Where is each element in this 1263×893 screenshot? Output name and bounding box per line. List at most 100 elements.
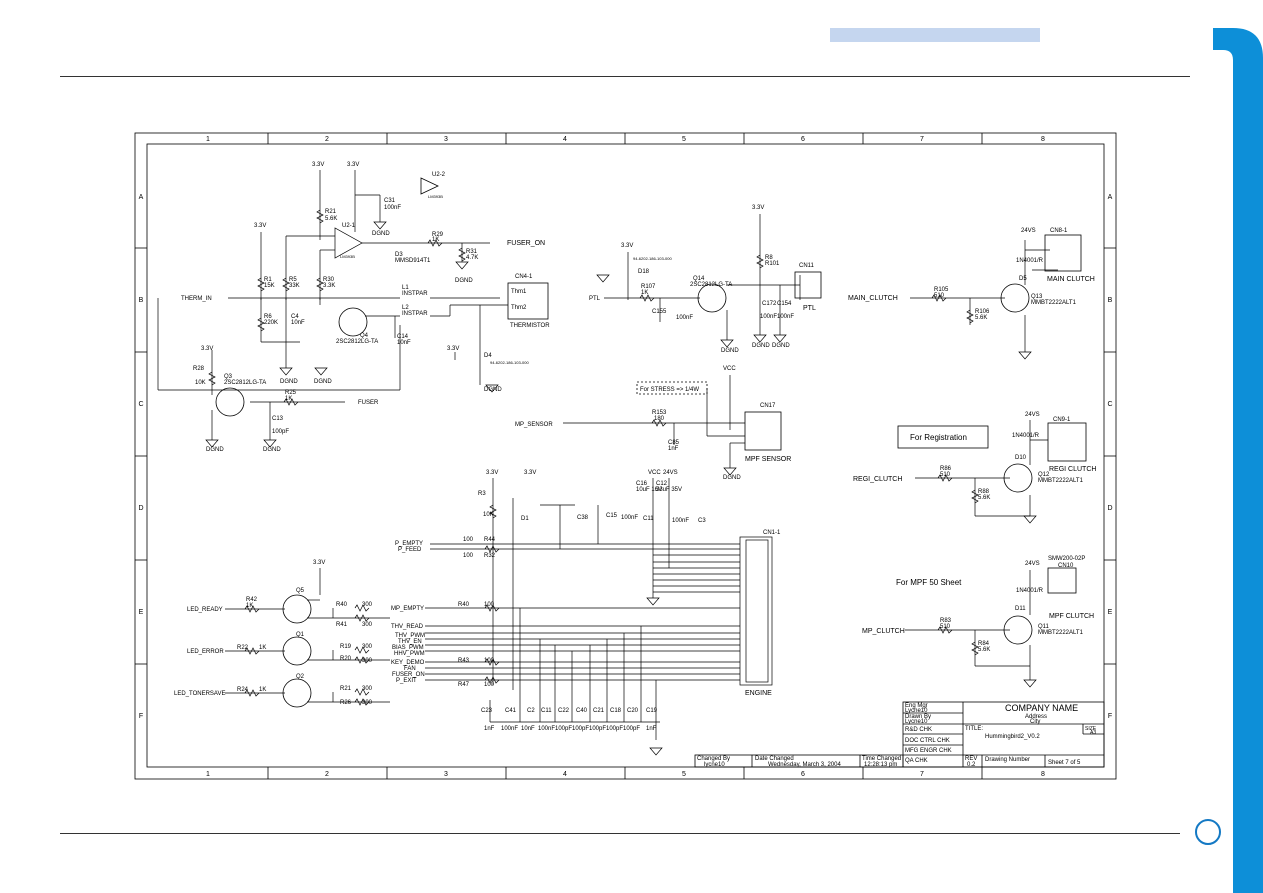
val-r8: R101	[765, 261, 780, 267]
val-r153: 180	[654, 416, 665, 422]
val-r30: 3.3K	[323, 283, 335, 289]
ref-cn1: CN1-1	[763, 530, 781, 536]
part-d10: 1N4001/R	[1012, 433, 1040, 439]
val-r31: 4.7K	[466, 255, 478, 261]
col-label-7-bottom: 7	[920, 771, 924, 778]
val-r86: 510	[940, 472, 951, 478]
val-c4: 10nF	[291, 320, 305, 326]
tb-time-changed: 12:28:13 pm	[864, 762, 897, 768]
note-stress: For STRESS => 1/4W	[640, 387, 699, 393]
net-3v3-label: 3.3V	[447, 346, 459, 352]
ref-c85: C85	[668, 440, 680, 446]
col-label-3: 3	[444, 136, 448, 143]
tb-address2: City	[1030, 719, 1040, 725]
ref-q12: Q12	[1038, 472, 1050, 478]
tb-drawn-by-label: Drawn By	[905, 714, 931, 720]
part-d18: 94-6202-186-103-000	[633, 256, 672, 261]
gnd-label: DGND	[314, 379, 332, 385]
val-cap-bottom: 100nF	[501, 726, 518, 732]
header-rule	[60, 76, 1190, 77]
ref-r29: R29	[432, 232, 444, 238]
ref-d1: D1	[521, 516, 529, 522]
val-r28: 10K	[195, 380, 206, 386]
col-label-1-bottom: 1	[206, 771, 210, 778]
ref-r43: R43	[458, 658, 470, 664]
val-c31: 100nF	[384, 205, 401, 211]
val-r1: 15K	[264, 283, 275, 289]
ref-q13: Q13	[1031, 294, 1043, 300]
ref-q11: Q11	[1038, 624, 1050, 630]
tb-changed-by-label: Changed By	[697, 756, 730, 762]
ref-c154: C154	[777, 301, 792, 307]
note-for-registration: For Registration	[910, 433, 967, 442]
val-c13: 100pF	[272, 429, 289, 435]
row-label-b: B	[139, 297, 144, 304]
ref-r31: R31	[466, 249, 478, 255]
val-c12: 33uF 35V	[656, 487, 682, 493]
net-mp-empty: MP_EMPTY	[391, 606, 424, 612]
net-p-exit: P_EXIT	[396, 678, 417, 684]
val-r42: 1K	[246, 603, 253, 609]
net-24v-label: 24VS	[1025, 561, 1040, 567]
row-label-b-right: B	[1108, 297, 1113, 304]
ref-c3: C3	[698, 518, 706, 524]
label-main-clutch: MAIN CLUTCH	[1047, 276, 1095, 283]
net-hhv-pwm: HHV_PWM	[394, 651, 425, 657]
net-fuser: FUSER	[358, 400, 379, 406]
ref-cn10: CN10	[1058, 563, 1074, 569]
tb-title: Hummingbird2_V0.2	[985, 734, 1040, 740]
ref-l1: L1	[402, 285, 409, 291]
val-r40-bus: 100	[484, 602, 495, 608]
ref-r30: R30	[323, 277, 335, 283]
label-ptl: PTL	[803, 305, 816, 312]
label-mpf-clutch: MPF CLUTCH	[1049, 613, 1094, 620]
ref-r42: R42	[246, 597, 258, 603]
pin-thm2: Thm2	[511, 305, 527, 311]
val-cap-bottom: 100pF	[589, 726, 606, 732]
val-r107: 1K	[641, 290, 648, 296]
col-label-4: 4	[563, 136, 567, 143]
net-3v3-label: 3.3V	[524, 470, 536, 476]
label-regi-clutch: REGI CLUTCH	[1049, 466, 1096, 473]
net-24v-label: 24VS	[663, 470, 678, 476]
ref-c16: C16	[636, 481, 648, 487]
ref-q1: Q1	[296, 632, 305, 638]
ref-r21-led: R21	[340, 686, 352, 692]
ref-c155: C155	[652, 309, 667, 315]
net-24v-label: 24VS	[1025, 412, 1040, 418]
val-r83: 510	[940, 624, 951, 630]
tb-drawing-number-label: Drawing Number	[985, 757, 1030, 763]
col-label-6: 6	[801, 136, 805, 143]
val-c14: 10nF	[397, 340, 411, 346]
part-q3: 2SC2812LG-TA	[224, 380, 266, 386]
net-fuser-on-2: FUSER_ON	[392, 672, 425, 678]
tb-eng-mgr: Lycne10	[905, 708, 928, 714]
part-u2-1: LM393B	[340, 254, 355, 259]
net-bias-pwm: BIAS_PWM	[392, 645, 424, 651]
val-cap-bottom: 100pF	[606, 726, 623, 732]
col-label-1: 1	[206, 136, 210, 143]
ref-r28: R28	[193, 366, 205, 372]
net-mp-clutch: MP_CLUTCH	[862, 628, 905, 635]
ref-cn11: CN11	[799, 263, 815, 269]
val-c16: 10uF 16V	[636, 487, 662, 493]
val-l1: INSTPAR	[402, 291, 428, 297]
ref-q4: Q4	[360, 333, 369, 339]
part-d11: 1N4001/R	[1016, 588, 1044, 594]
tb-size: A3	[1090, 730, 1096, 736]
ref-r153: R153	[652, 410, 667, 416]
ref-cn4: CN4-1	[515, 274, 533, 280]
ref-cap-bottom: C40	[576, 708, 588, 714]
net-therm-in: THERM_IN	[181, 296, 212, 302]
ref-r40: R40	[336, 602, 348, 608]
col-label-2-bottom: 2	[325, 771, 329, 778]
val-c154: 100nF	[777, 314, 794, 320]
net-key-demo: KEY_DEMO	[391, 660, 425, 666]
ref-r84: R84	[978, 641, 990, 647]
tb-rev: 0.2	[967, 762, 976, 768]
tb-eng-mgr-label: Eng Mgr	[905, 703, 928, 709]
wiring	[157, 170, 1058, 740]
ref-d10: D10	[1015, 455, 1027, 461]
val-r5: 33K	[289, 283, 300, 289]
